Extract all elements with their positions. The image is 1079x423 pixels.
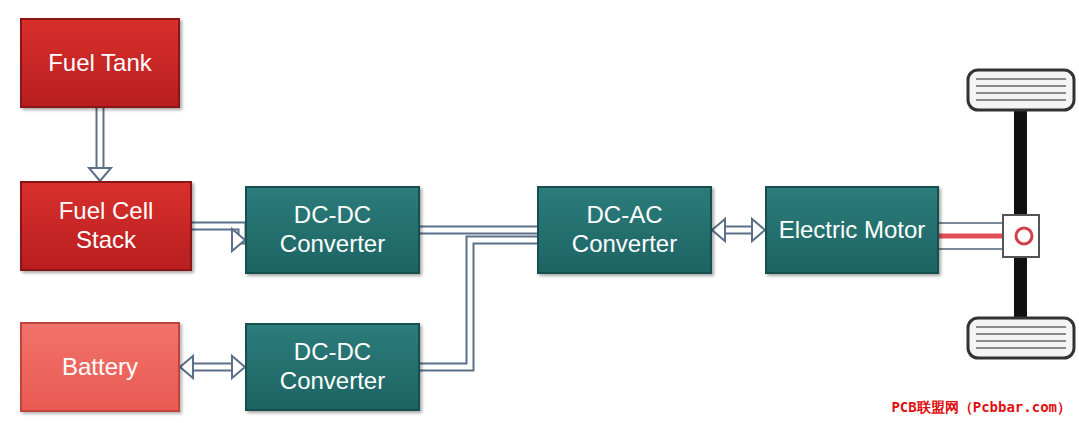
fuel-tank-box: Fuel Tank	[20, 18, 180, 108]
converter-box: DC-DC Converter	[245, 186, 420, 274]
box-label: Fuel Tank	[42, 49, 158, 78]
inverter-box: DC-AC Converter	[537, 186, 712, 274]
connector	[420, 230, 537, 231]
connector	[180, 356, 245, 378]
differential	[1003, 215, 1039, 257]
connector	[712, 219, 765, 241]
differential-gear	[1016, 228, 1032, 244]
wheel-top	[968, 70, 1074, 110]
connector	[89, 108, 111, 181]
converter-box: DC-DC Converter	[245, 323, 420, 411]
box-label: Fuel Cell Stack	[22, 197, 190, 255]
wheel-bottom	[968, 318, 1074, 358]
wheel-treads	[976, 79, 1066, 348]
connector	[420, 240, 537, 367]
battery-box: Battery	[20, 322, 180, 412]
box-label: Battery	[56, 353, 144, 382]
connector	[192, 226, 245, 251]
motor-box: Electric Motor	[765, 186, 939, 274]
watermark: PCB联盟网（Pcbbar.com）	[889, 399, 1073, 417]
box-label: Electric Motor	[773, 216, 932, 245]
box-label: DC-DC Converter	[247, 201, 418, 259]
box-label: DC-DC Converter	[247, 338, 418, 396]
fuel-cell-box: Fuel Cell Stack	[20, 181, 192, 271]
box-label: DC-AC Converter	[539, 201, 710, 259]
